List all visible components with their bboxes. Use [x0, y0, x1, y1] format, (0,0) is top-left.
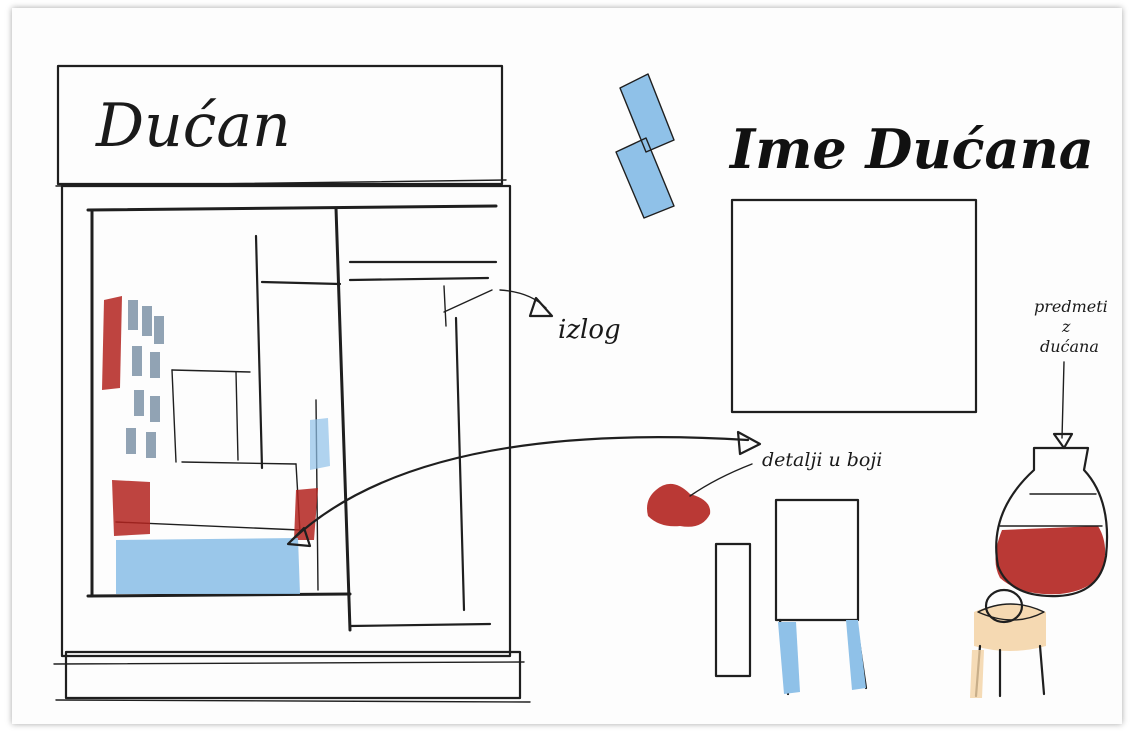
vase-sketch	[995, 448, 1107, 596]
hanging-garments	[126, 300, 164, 458]
window-arrow-head	[530, 298, 552, 316]
shop-base	[66, 652, 520, 698]
window-annotation: izlog	[500, 290, 621, 345]
chair-back	[776, 500, 858, 620]
chair-leg-blue-left	[778, 622, 800, 694]
items-label-line1: predmeti	[1034, 297, 1108, 316]
blue-platform	[116, 538, 300, 594]
door-handle	[444, 286, 446, 326]
stool-seat	[974, 604, 1046, 651]
window-arrow	[500, 290, 546, 308]
cabinet-left	[172, 370, 176, 462]
items-label-line3: dućana	[1040, 337, 1099, 356]
stool-leg-3	[1040, 646, 1044, 694]
details-label: detalji u boji	[762, 449, 882, 471]
shelf-post	[256, 236, 262, 468]
red-garment-1	[102, 296, 122, 390]
shop-facade	[54, 66, 530, 702]
red-color-swatch	[647, 484, 710, 527]
ground-line	[56, 700, 530, 702]
connector-head-end	[738, 432, 760, 454]
door-inner-top	[350, 278, 488, 280]
cabinet-top	[172, 370, 250, 372]
counter-top	[182, 462, 296, 464]
side-panel	[716, 544, 750, 676]
door-frame-left	[336, 208, 350, 630]
threshold	[350, 624, 490, 626]
stool-sketch	[970, 590, 1046, 698]
color-details-annotation: detalji u boji	[647, 449, 882, 527]
door-glass-line	[444, 290, 492, 312]
step-line	[54, 662, 524, 664]
items-label-line2: z	[1061, 317, 1071, 336]
window-bottom	[88, 594, 350, 596]
blue-mannequin	[310, 418, 330, 470]
window-color-details	[102, 296, 330, 594]
red-garment-2	[112, 480, 150, 536]
items-arrow-head	[1054, 434, 1072, 448]
cabinet-right	[236, 372, 238, 460]
items-arrow	[1062, 362, 1064, 438]
window-label: izlog	[558, 315, 621, 345]
door-right	[456, 318, 464, 610]
shop-sign-text: Dućan	[95, 91, 291, 161]
chair-sketch	[716, 500, 866, 694]
items-annotation: predmeti z dućana	[1034, 297, 1108, 448]
empty-frame	[732, 200, 976, 412]
swatch-arrow	[690, 464, 752, 496]
window-top	[88, 206, 496, 210]
details-connector	[288, 432, 760, 546]
stool-leg-fill	[970, 650, 984, 698]
chair-leg-blue-right	[846, 620, 866, 690]
logo-shape	[616, 74, 674, 218]
brand-title: Ime Dućana	[728, 117, 1094, 181]
shelf-top	[262, 282, 340, 284]
